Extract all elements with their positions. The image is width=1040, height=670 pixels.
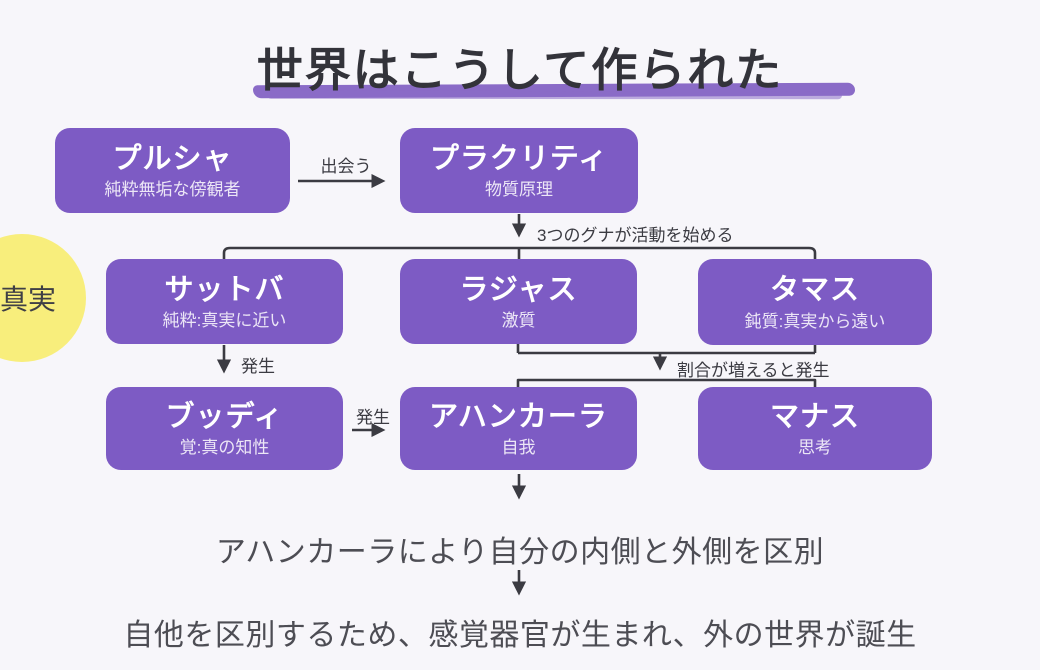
edge-label-arise-sattva: 発生 [241, 357, 275, 376]
node-buddhi-title: ブッディ [165, 400, 284, 433]
node-sattva-subtitle: 純粋:真実に近い [162, 311, 287, 330]
connector-guna-branch [222, 246, 817, 259]
node-ahamkara-title: アハンカーラ [429, 400, 608, 433]
node-prakriti-subtitle: 物質原理 [485, 180, 553, 199]
node-purusha: プルシャ 純粋無垢な傍観者 [55, 128, 290, 213]
node-sattva: サットバ 純粋:真実に近い [106, 259, 343, 344]
connector-rajas-tamas-join [516, 343, 817, 355]
edge-label-arise-ratio: 割合が増えると発生 [677, 361, 830, 380]
truth-circle-label: 真実 [0, 284, 56, 315]
node-rajas-subtitle: 激質 [501, 311, 536, 330]
node-prakriti-title: プラクリティ [429, 142, 609, 175]
node-rajas-title: ラジャス [459, 273, 578, 306]
footer-line1: アハンカーラにより自分の内側と外側を区別 [215, 536, 825, 569]
node-purusha-subtitle: 純粋無垢な傍観者 [104, 180, 241, 199]
node-prakriti: プラクリティ 物質原理 [400, 128, 638, 213]
node-tamas: タマス 鈍質:真実から遠い [698, 259, 932, 345]
node-ahamkara: アハンカーラ 自我 [400, 387, 637, 470]
node-buddhi: ブッディ 覚:真の知性 [106, 387, 343, 470]
connector-ahamkara-manas-split [516, 378, 817, 387]
node-ahamkara-subtitle: 自我 [501, 438, 536, 457]
node-purusha-title: プルシャ [112, 142, 233, 175]
page-title: 世界はこうして作られた [256, 44, 784, 96]
node-manas-subtitle: 思考 [798, 438, 832, 457]
footer-line2: 自他を区別するため、感覚器官が生まれ、外の世界が誕生 [123, 619, 917, 652]
node-manas: マナス 思考 [698, 387, 932, 470]
node-tamas-subtitle: 鈍質:真実から遠い [744, 311, 886, 331]
edge-label-gunas-start: 3つのグナが活動を始める [537, 226, 734, 245]
node-sattva-title: サットバ [164, 273, 285, 306]
node-buddhi-subtitle: 覚:真の知性 [179, 438, 270, 457]
node-tamas-title: タマス [769, 274, 860, 307]
node-manas-title: マナス [769, 400, 860, 433]
node-rajas: ラジャス 激質 [400, 259, 637, 344]
edge-label-meet: 出会う [320, 157, 372, 176]
edge-label-arise-buddhi: 発生 [356, 408, 390, 427]
